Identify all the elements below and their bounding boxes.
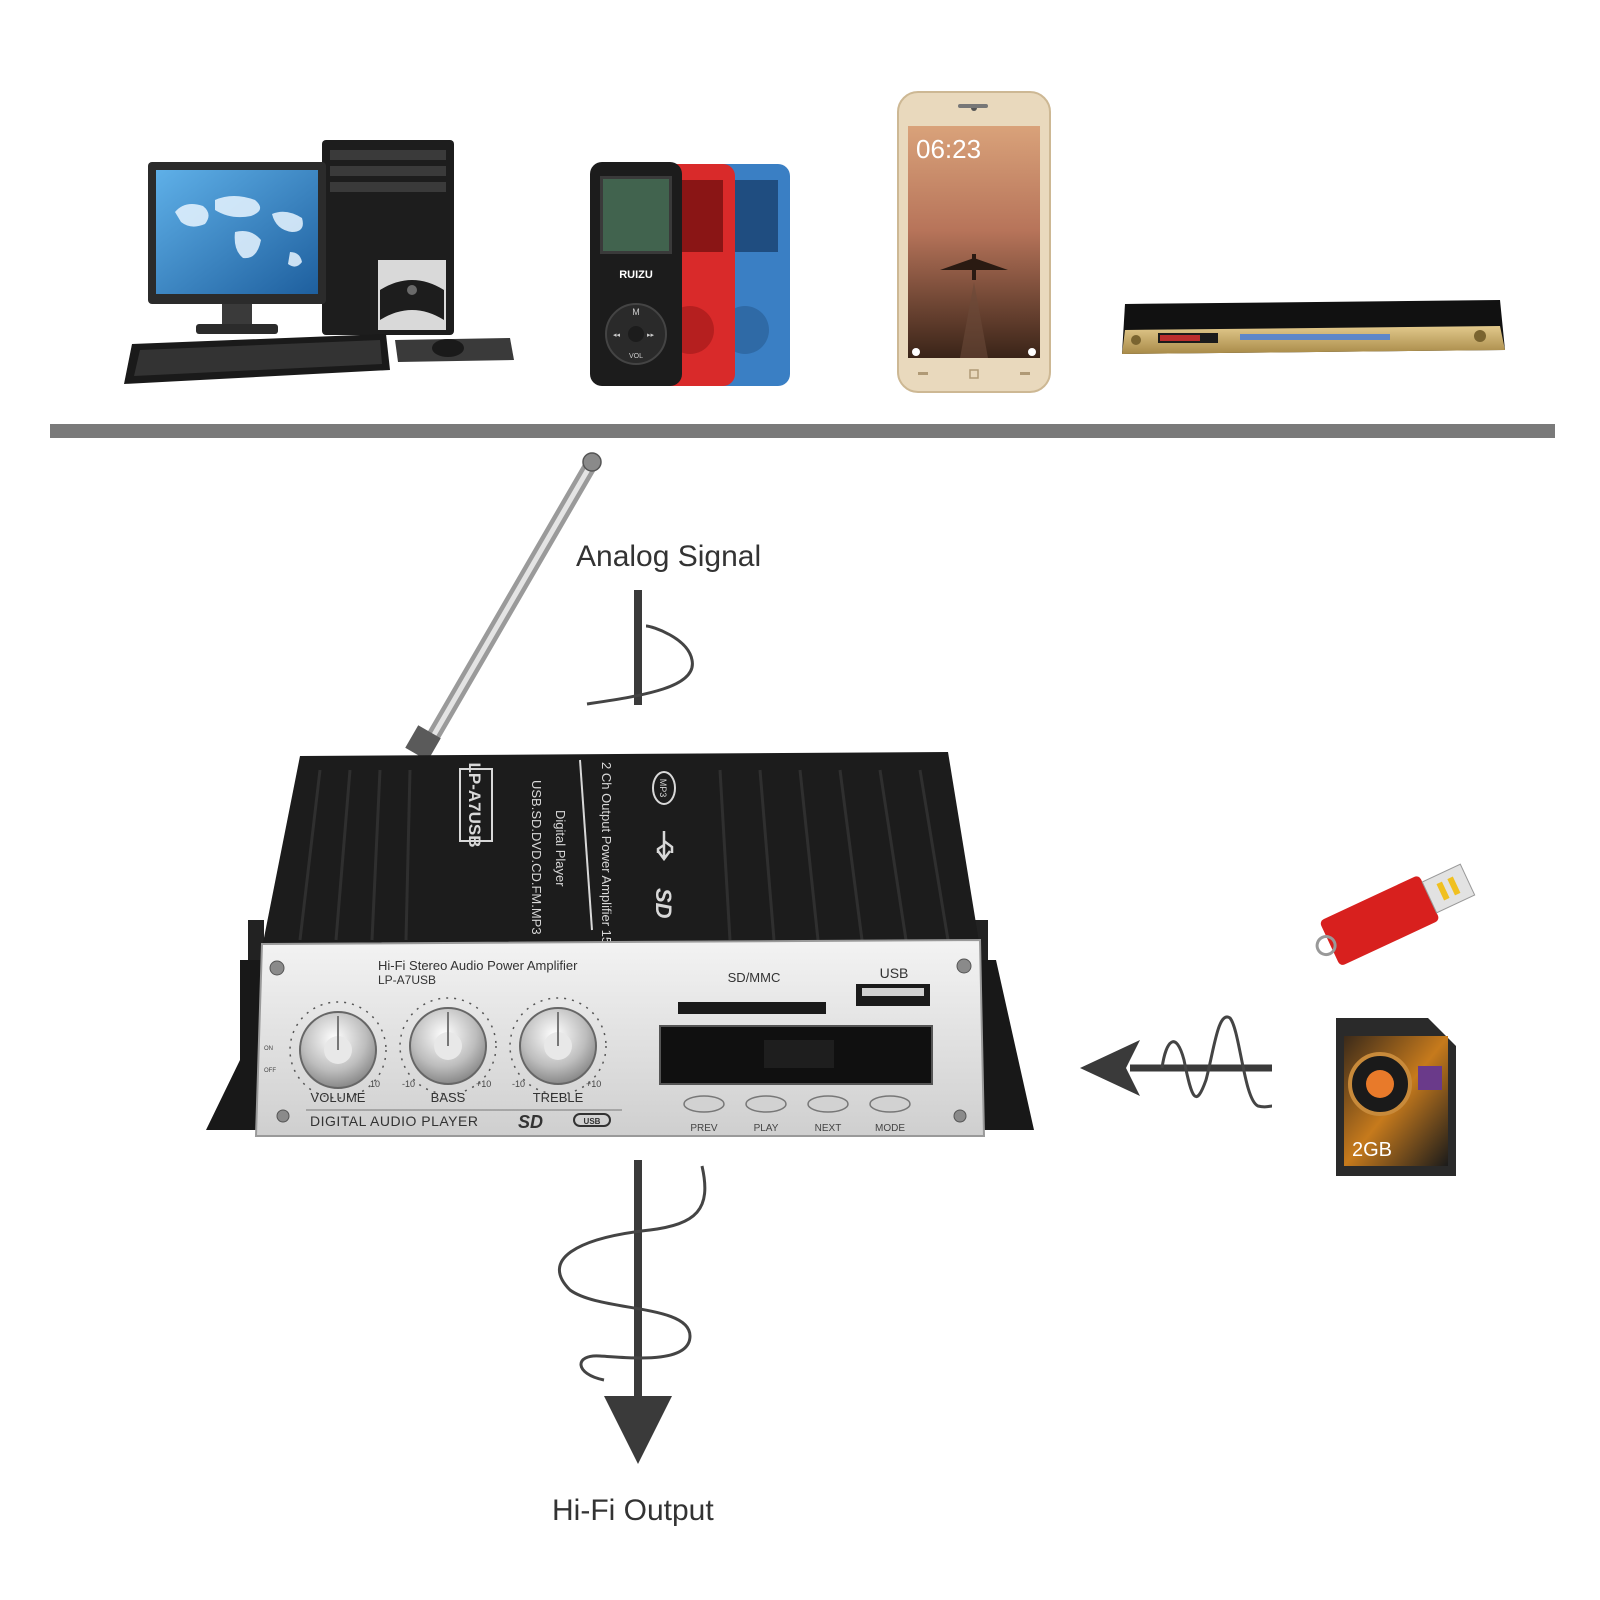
analog-signal-indicator [586, 590, 694, 706]
hifi-output-label: Hi-Fi Output [552, 1494, 714, 1527]
mp3-prev-icon: ◂◂ [613, 331, 621, 339]
desktop-computer [124, 140, 514, 384]
switch-off-label: OFF [264, 1068, 276, 1074]
sd-memory-card: 2GB [1336, 1018, 1456, 1176]
play-button-label: PLAY [754, 1123, 779, 1134]
usb-flash-drive [1315, 863, 1476, 965]
mp3-players: RUIZU M VOL ◂◂ ▸▸ [590, 162, 790, 386]
amplifier-top-cover [262, 752, 980, 948]
play-button[interactable]: PLAY [745, 1095, 787, 1134]
top-output-text: 2 Ch Output Power Amplifier 15W R.M.S [599, 762, 614, 996]
digital-input-arrow [1080, 1015, 1273, 1109]
mp3-logo-text: MP3 [658, 779, 668, 798]
keyboard [124, 334, 390, 384]
front-model: LP-A7USB [378, 973, 436, 987]
volume-knob[interactable] [289, 1001, 387, 1099]
bass-knob-label: BASS [431, 1090, 466, 1105]
dvd-player [1122, 300, 1505, 354]
telescopic-antenna [405, 452, 602, 761]
prev-button[interactable]: PREV [683, 1095, 725, 1134]
treble-scale-min: -10 [512, 1079, 525, 1089]
pc-tower [322, 140, 454, 335]
bass-knob[interactable] [399, 997, 497, 1095]
usb-slot-label: USB [880, 965, 909, 981]
mp3-player-black: RUIZU M VOL ◂◂ ▸▸ [590, 162, 682, 386]
mp3-menu-label: M [632, 307, 640, 317]
top-model-text: LP-A7USB [465, 762, 484, 847]
mp3-logo-icon: MP3 [652, 771, 676, 805]
top-sd-logo: SD [651, 888, 676, 919]
volume-knob-label: VOLUME [311, 1090, 366, 1105]
sd-card-slot[interactable] [678, 1002, 826, 1014]
volume-scale-max: 10 [370, 1079, 380, 1089]
top-formats-text: USB.SD.DVD.CD.FM.MP3 [529, 780, 544, 935]
mp3-vol-label: VOL [629, 353, 643, 360]
prev-button-label: PREV [690, 1123, 718, 1134]
usb-symbol-icon [656, 831, 674, 862]
treble-knob[interactable] [509, 997, 607, 1095]
front-usb-logo-text: USB [584, 1117, 601, 1126]
top-model-badge: LP-A7USB [459, 762, 493, 848]
mounting-foot-left [206, 960, 262, 1130]
next-button-label: NEXT [815, 1123, 842, 1134]
mouse-pad [395, 338, 514, 362]
usb-port[interactable] [856, 984, 930, 1006]
sd-slot-label: SD/MMC [728, 970, 781, 985]
mode-button[interactable]: MODE [869, 1095, 911, 1134]
section-divider [50, 424, 1555, 438]
analog-signal-label: Analog Signal [576, 540, 762, 573]
next-button[interactable]: NEXT [807, 1095, 849, 1134]
front-sd-logo: SD [518, 1112, 543, 1132]
front-usb-logo: USB [573, 1113, 611, 1127]
sd-capacity-label: 2GB [1352, 1139, 1392, 1161]
phone-clock: 06:23 [916, 134, 981, 164]
hifi-output-arrow [557, 1160, 707, 1464]
bass-scale-max: +10 [476, 1079, 491, 1089]
mounting-foot-right [968, 960, 1034, 1130]
mp3-next-icon: ▸▸ [647, 331, 655, 339]
mode-button-label: MODE [875, 1123, 905, 1134]
monitor [148, 162, 326, 334]
treble-knob-label: TREBLE [533, 1090, 584, 1105]
bass-scale-min: -10 [402, 1079, 415, 1089]
switch-on-label: ON [264, 1046, 273, 1052]
front-title: Hi-Fi Stereo Audio Power Amplifier [378, 958, 578, 973]
amplifier: LP-A7USB USB.SD.DVD.CD.FM.MP3 Digital Pl… [206, 752, 1034, 1137]
top-player-text: Digital Player [553, 810, 568, 887]
treble-scale-max: +10 [586, 1079, 601, 1089]
mp3-brand-label: RUIZU [619, 269, 653, 281]
amplifier-front-panel [254, 938, 986, 1137]
bottom-brand-text: DIGITAL AUDIO PLAYER [310, 1113, 478, 1129]
smartphone: 06:23 [897, 91, 1051, 393]
